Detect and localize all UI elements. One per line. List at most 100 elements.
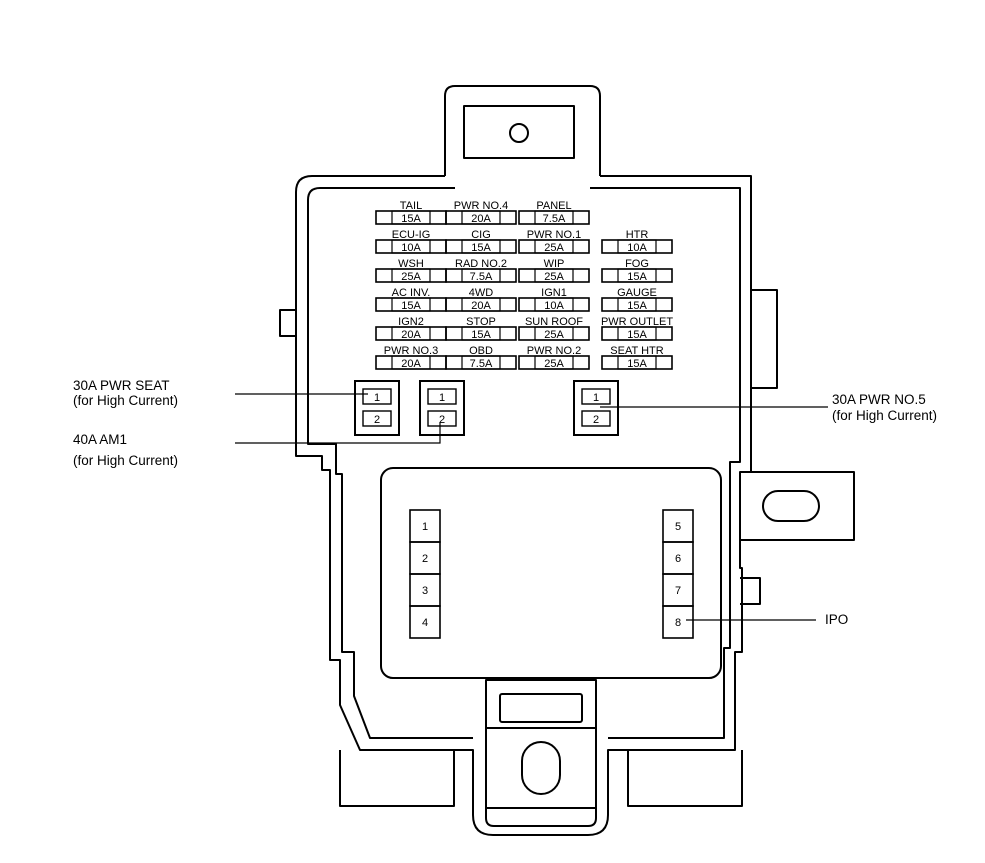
fuse-name: OBD (469, 345, 493, 357)
relay-terminal-number: 1 (593, 392, 599, 404)
ipo-terminal-number: 4 (422, 617, 428, 629)
fuse-amp: 15A (627, 329, 647, 341)
relay-terminal (427, 388, 457, 405)
fuse-name: PWR NO.1 (527, 229, 581, 241)
fuse-box-housing (295, 174, 752, 836)
ipo-terminal-6: 6 (662, 541, 694, 575)
fuse-name: PWR NO.3 (384, 345, 438, 357)
relay-pwr-no5: 12 (573, 380, 619, 436)
fuse-name: WSH (398, 258, 424, 270)
fuse-amp: 20A (471, 300, 491, 312)
fuse-rad-no-2: RAD NO.27.5A (445, 258, 517, 283)
fuse-amp: 7.5A (470, 358, 493, 370)
ipo-terminal-4: 4 (409, 605, 441, 639)
fuse-amp: 10A (401, 242, 421, 254)
fuse-amp: 7.5A (543, 213, 566, 225)
fuse-name: SUN ROOF (525, 316, 583, 328)
callout-pwr-no5-note: (for High Current) (832, 408, 937, 423)
top-tab-hole (509, 123, 529, 143)
ipo-terminal-5: 5 (662, 509, 694, 543)
fuse-name: CIG (471, 229, 491, 241)
fuse-amp-cell (391, 239, 431, 254)
fuse-amp-cell (617, 297, 657, 312)
fuse-amp: 25A (544, 271, 564, 283)
fuse-amp: 25A (401, 271, 421, 283)
relay-terminal-number: 2 (374, 414, 380, 426)
fuse-amp: 15A (401, 213, 421, 225)
callout-pwr-seat-note: (for High Current) (73, 393, 178, 408)
housing-inner-edge (307, 187, 473, 739)
fuse-amp-cell (534, 355, 574, 370)
fuse-name: FOG (625, 258, 649, 270)
ipo-terminal-number: 8 (675, 617, 681, 629)
fuse-amp-cell (534, 326, 574, 341)
bottom-connector-base (485, 808, 597, 827)
callout-pwr-seat-title: 30A PWR SEAT (73, 378, 170, 393)
fuse-amp-cell (534, 297, 574, 312)
fuse-amp: 15A (627, 271, 647, 283)
ipo-terminal-2: 2 (409, 541, 441, 575)
ipo-terminal-number: 7 (675, 585, 681, 597)
fuse-name: TAIL (400, 200, 422, 212)
fuse-amp-cell (391, 268, 431, 283)
relay-housing (419, 380, 465, 436)
fuse-name: IGN2 (398, 316, 424, 328)
fuse-amp-cell (461, 239, 501, 254)
relay-terminal (581, 388, 611, 405)
fuse-name: PANEL (536, 200, 571, 212)
fuse-amp-cell (617, 268, 657, 283)
fuse-amp-cell (391, 210, 431, 225)
relay-terminal-number: 2 (593, 414, 599, 426)
callout-pwr-no5-title: 30A PWR NO.5 (832, 392, 926, 407)
fuse-amp-cell (617, 239, 657, 254)
relay-terminal (427, 410, 457, 427)
fuse-amp-cell (534, 268, 574, 283)
relay-am1: 12 (419, 380, 465, 436)
fuse-ac-inv: AC INV.15A (375, 287, 447, 312)
fuse-amp: 15A (627, 358, 647, 370)
fuse-amp: 20A (471, 213, 491, 225)
left-foot (339, 750, 455, 807)
relay-terminal (581, 410, 611, 427)
right-side-tab (751, 289, 778, 389)
fuse-name: IGN1 (541, 287, 567, 299)
fuse-name: SEAT HTR (610, 345, 663, 357)
bottom-connector-window (499, 693, 583, 723)
relay-terminal (362, 388, 392, 405)
relay-terminal (362, 410, 392, 427)
fuse-name: WIP (544, 258, 565, 270)
fuse-name: STOP (466, 316, 496, 328)
fuse-name: PWR NO.2 (527, 345, 581, 357)
fuse-amp: 7.5A (470, 271, 493, 283)
ipo-terminal-7: 7 (662, 573, 694, 607)
callout-am1-note: (for High Current) (73, 453, 178, 468)
fuse-amp: 25A (544, 242, 564, 254)
top-mounting-tab (444, 85, 601, 176)
ipo-terminal-number: 3 (422, 585, 428, 597)
right-side-step (740, 577, 761, 605)
fuse-amp-cell (391, 297, 431, 312)
fuse-amp-cell (617, 355, 657, 370)
ipo-terminal-3: 3 (409, 573, 441, 607)
fuse-amp-cell (461, 326, 501, 341)
ipo-terminal-8: 8 (662, 605, 694, 639)
fuse-name: ECU-IG (392, 229, 431, 241)
ipo-terminal-cell (409, 605, 441, 639)
